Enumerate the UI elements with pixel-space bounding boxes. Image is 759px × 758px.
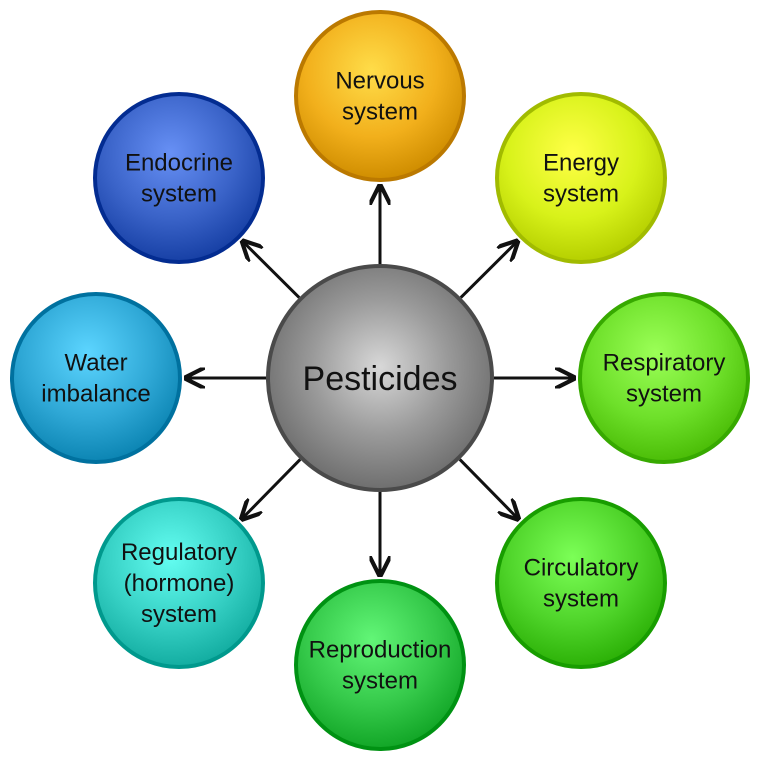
node-respiratory: Respiratory system [578, 292, 750, 464]
node-circle-nervous [294, 10, 466, 182]
node-circle-reproduction [294, 579, 466, 751]
node-label-line: system [141, 181, 217, 208]
arrow-to-circulatory [458, 458, 518, 518]
node-label-line: system [543, 586, 619, 613]
node-circulatory: Circulatory system [495, 497, 667, 669]
node-label-line: Regulatory [121, 539, 237, 566]
node-label-line: Reproduction [309, 637, 452, 664]
node-reproduction: Reproduction system [294, 579, 466, 751]
node-label-reproduction: Reproduction system [309, 637, 452, 695]
node-label-line: system [626, 381, 702, 408]
node-label-line: system [141, 601, 217, 628]
node-nervous: Nervous system [294, 10, 466, 182]
node-label-nervous: Nervous system [335, 68, 424, 126]
node-label-line: Endocrine [125, 150, 233, 177]
node-circle-water [10, 292, 182, 464]
node-label-line: system [543, 181, 619, 208]
arrows-group [186, 186, 574, 575]
arrow-to-regulatory [242, 458, 302, 518]
node-label-line: Circulatory [524, 555, 639, 582]
node-label-line: (hormone) [124, 570, 235, 597]
node-label-respiratory: Respiratory system [603, 350, 726, 408]
node-label-regulatory: Regulatory (hormone) system [121, 539, 237, 628]
center-node: Pesticides [266, 264, 494, 492]
arrow-to-energy [459, 241, 517, 299]
node-label-line: Water [64, 350, 127, 377]
node-regulatory: Regulatory (hormone) system [93, 497, 265, 669]
node-label-line: Energy [543, 150, 619, 177]
node-label-water: Water imbalance [41, 350, 150, 408]
node-endocrine: Endocrine system [93, 92, 265, 264]
node-label-line: Respiratory [603, 350, 726, 377]
node-label-endocrine: Endocrine system [125, 150, 233, 208]
node-water: Water imbalance [10, 292, 182, 464]
node-label-energy: Energy system [543, 150, 619, 208]
center-circle [266, 264, 494, 492]
node-circle-regulatory [93, 497, 265, 669]
node-label-circulatory: Circulatory system [524, 555, 639, 613]
node-label-line: Nervous [335, 68, 424, 95]
node-label-line: imbalance [41, 381, 150, 408]
node-energy: Energy system [495, 92, 667, 264]
node-circle-circulatory [495, 497, 667, 669]
arrow-to-endocrine [243, 241, 301, 299]
center-label: Pesticides [303, 360, 458, 398]
node-label-line: system [342, 99, 418, 126]
node-circle-energy [495, 92, 667, 264]
node-circle-endocrine [93, 92, 265, 264]
node-circle-respiratory [578, 292, 750, 464]
node-label-line: system [342, 668, 418, 695]
